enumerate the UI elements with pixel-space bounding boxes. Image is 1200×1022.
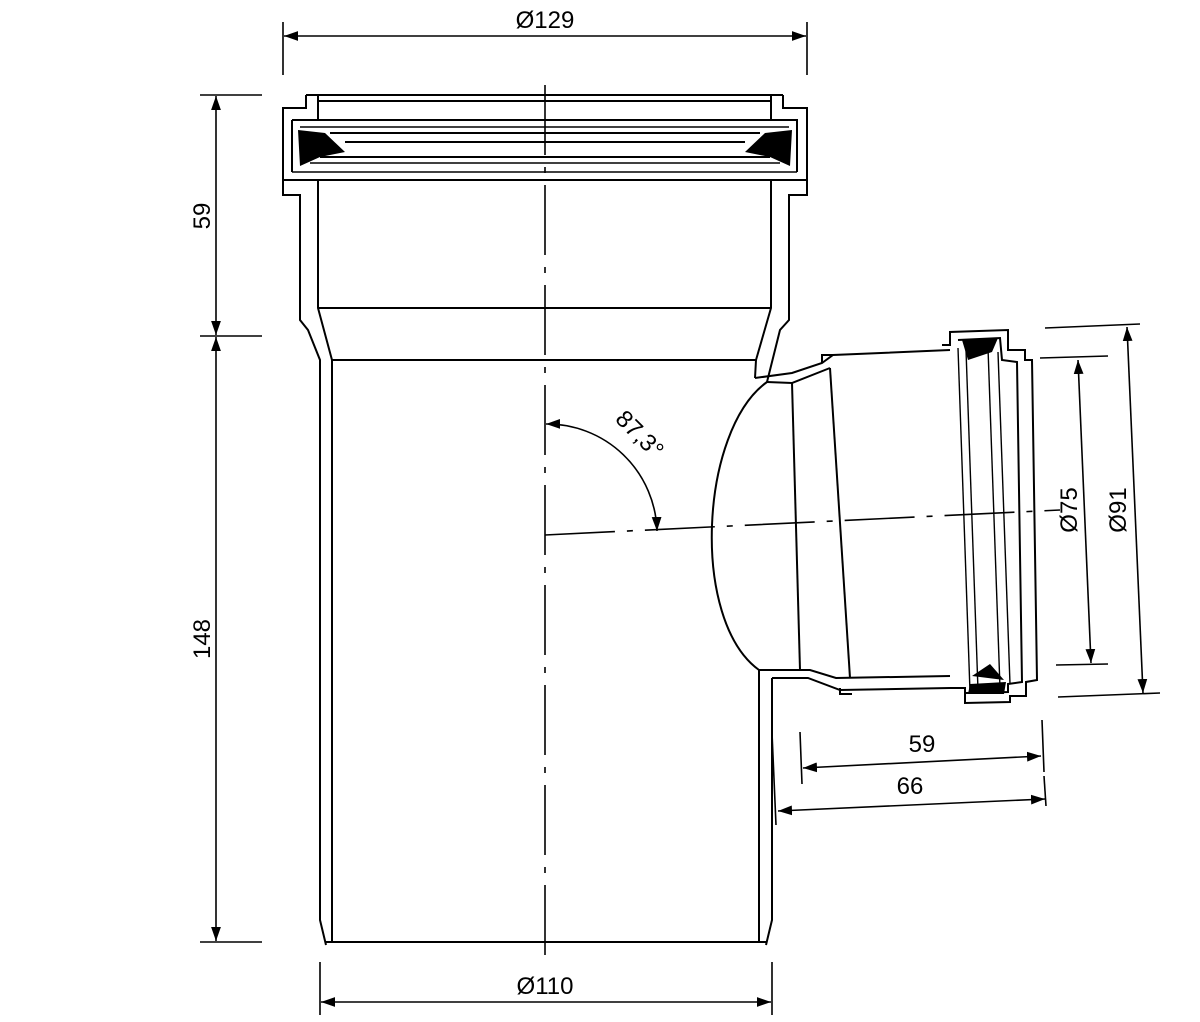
centre-lines <box>544 85 1061 960</box>
dim-branch-inner-diameter: Ø75 <box>1039 355 1109 666</box>
dim-label-top-socket: Ø129 <box>516 7 575 34</box>
dim-main-pipe-diameter: Ø110 <box>319 962 773 1015</box>
dim-label-branch-length: 66 <box>897 773 924 800</box>
dim-top-socket-diameter: Ø129 <box>282 7 808 75</box>
dim-label-body-length: 148 <box>189 619 216 659</box>
dim-label-branch-inner: Ø75 <box>1056 487 1083 532</box>
dim-label-socket-depth: 59 <box>189 203 216 230</box>
dim-branch-angle: 87,3° <box>545 405 669 532</box>
dim-label-branch-outer: Ø91 <box>1105 487 1132 532</box>
dim-branch-socket-depth: 59 <box>799 719 1045 785</box>
branch-pipe <box>710 328 1039 705</box>
dim-branch-outer-diameter: Ø91 <box>1044 323 1161 698</box>
dim-body-length: 148 <box>189 337 262 943</box>
dim-label-branch-socket: 59 <box>909 731 936 758</box>
dim-label-branch-angle: 87,3° <box>610 405 669 464</box>
dim-label-main-pipe: Ø110 <box>517 973 574 1000</box>
dim-branch-length: 66 <box>771 732 1047 826</box>
main-pipe <box>282 94 808 946</box>
dim-socket-depth: 59 <box>189 94 262 337</box>
